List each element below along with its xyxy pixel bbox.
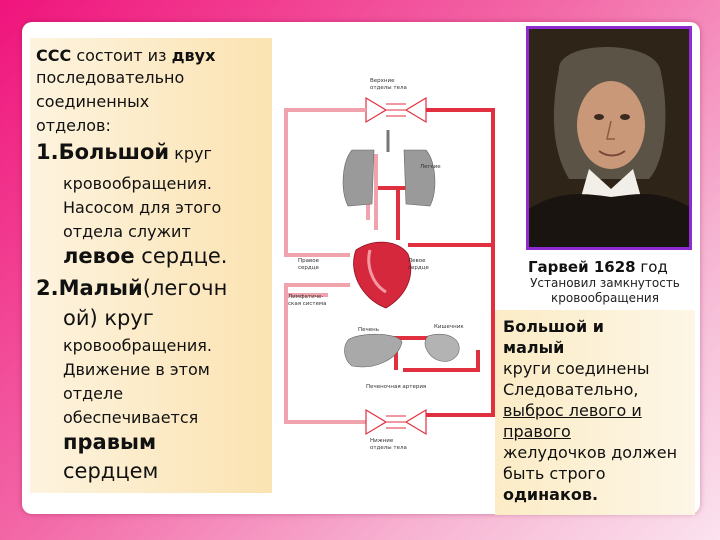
right-line-8: быть строго — [503, 464, 606, 483]
item-2-heading: 2.Малый(легочн — [36, 278, 227, 300]
label-left-heart-2: сердце — [408, 265, 429, 271]
item-2-line-3: кровообращения. — [63, 336, 212, 355]
item-1-number: 1. — [36, 140, 59, 164]
label-lymph-2: ская система — [288, 301, 327, 307]
label-hepatic-artery: Печеночная артерия — [366, 384, 426, 390]
portrait-image — [529, 29, 689, 247]
intro-line-2: последовательно — [36, 68, 185, 87]
left-text-panel: ССС состоит из двух последовательно соед… — [30, 38, 272, 493]
harvey-caption: Гарвей 1628 год — [528, 258, 698, 276]
label-lower-1: Нижние — [370, 438, 394, 444]
item-2-line-8: сердцем — [63, 459, 159, 483]
lower-body-capillaries — [365, 408, 427, 436]
item-2-line-5: отделе — [63, 384, 124, 403]
item-2-line-4: Движение в этом — [63, 360, 210, 379]
label-left-heart-1: Левое — [408, 258, 426, 264]
acronym: ССС — [36, 46, 72, 65]
harvey-year-word: год — [635, 258, 668, 276]
item-1-heading: 1.Большой круг — [36, 142, 212, 164]
right-line-1: Большой и — [503, 317, 604, 336]
label-liver: Печень — [358, 327, 379, 333]
item-2-rest: (легочн — [142, 276, 228, 300]
label-upper-2: отделы тела — [370, 85, 407, 91]
liver — [344, 333, 403, 368]
harvey-portrait — [526, 26, 692, 250]
intro-line-4: отделов: — [36, 116, 111, 135]
intro-line-1: ССС состоит из двух — [36, 46, 215, 66]
right-line-5: выброс левого и — [503, 401, 642, 420]
label-right-heart-2: сердце — [298, 265, 319, 271]
item-1-rest-2: сердце. — [134, 244, 228, 268]
right-line-4: Следовательно, — [503, 380, 639, 399]
right-line-6: правого — [503, 422, 571, 441]
harvey-sub-line-2: кровообращения — [551, 291, 659, 305]
item-1-line-5: левое сердце. — [63, 246, 227, 268]
item-2-line-7: правым — [63, 430, 157, 454]
label-lower-2: отделы тела — [370, 445, 407, 451]
item-2-line-6: обеспечивается — [63, 408, 199, 427]
heart — [353, 241, 412, 309]
label-lungs: Легкие — [420, 164, 441, 170]
circulation-diagram: Верхние отделы тела Легкие Правое сердце… — [284, 78, 495, 451]
harvey-name: Гарвей — [528, 258, 589, 276]
item-2-number: 2. — [36, 276, 59, 300]
right-text-panel: Большой и малый круги соединены Следоват… — [495, 310, 695, 515]
intro-bold: двух — [171, 46, 216, 65]
item-1-line-2: кровообращения. — [63, 174, 212, 193]
item-1-line-4: отдела служит — [63, 222, 191, 241]
right-line-7: желудочков должен — [503, 443, 678, 462]
label-upper-1: Верхние — [370, 78, 395, 84]
item-2-bold: Малый — [58, 276, 143, 300]
harvey-subcaption: Установил замкнутость кровообращения — [516, 276, 694, 306]
item-1-bold: Большой — [58, 140, 170, 164]
right-line-9: одинаков. — [503, 485, 599, 504]
label-lymph-1: Лимфатиче- — [288, 294, 323, 300]
right-line-3: круги соединены — [503, 359, 650, 378]
harvey-year: 1628 — [588, 258, 636, 276]
item-1-rest: круг — [169, 144, 212, 163]
lungs — [342, 130, 436, 207]
harvey-sub-line-1: Установил замкнутость — [530, 276, 680, 290]
item-1-line-3: Насосом для этого — [63, 198, 222, 217]
upper-body-capillaries — [365, 96, 427, 124]
right-line-2: малый — [503, 338, 565, 357]
label-intestine: Кишечник — [434, 324, 464, 330]
item-1-bold-2: левое — [63, 244, 135, 268]
intro-line-3: соединенных — [36, 92, 150, 111]
intro-text: состоит из — [71, 46, 172, 65]
intestine — [424, 334, 460, 362]
label-right-heart-1: Правое — [298, 258, 320, 264]
item-2-line-2: ой) круг — [63, 306, 154, 330]
